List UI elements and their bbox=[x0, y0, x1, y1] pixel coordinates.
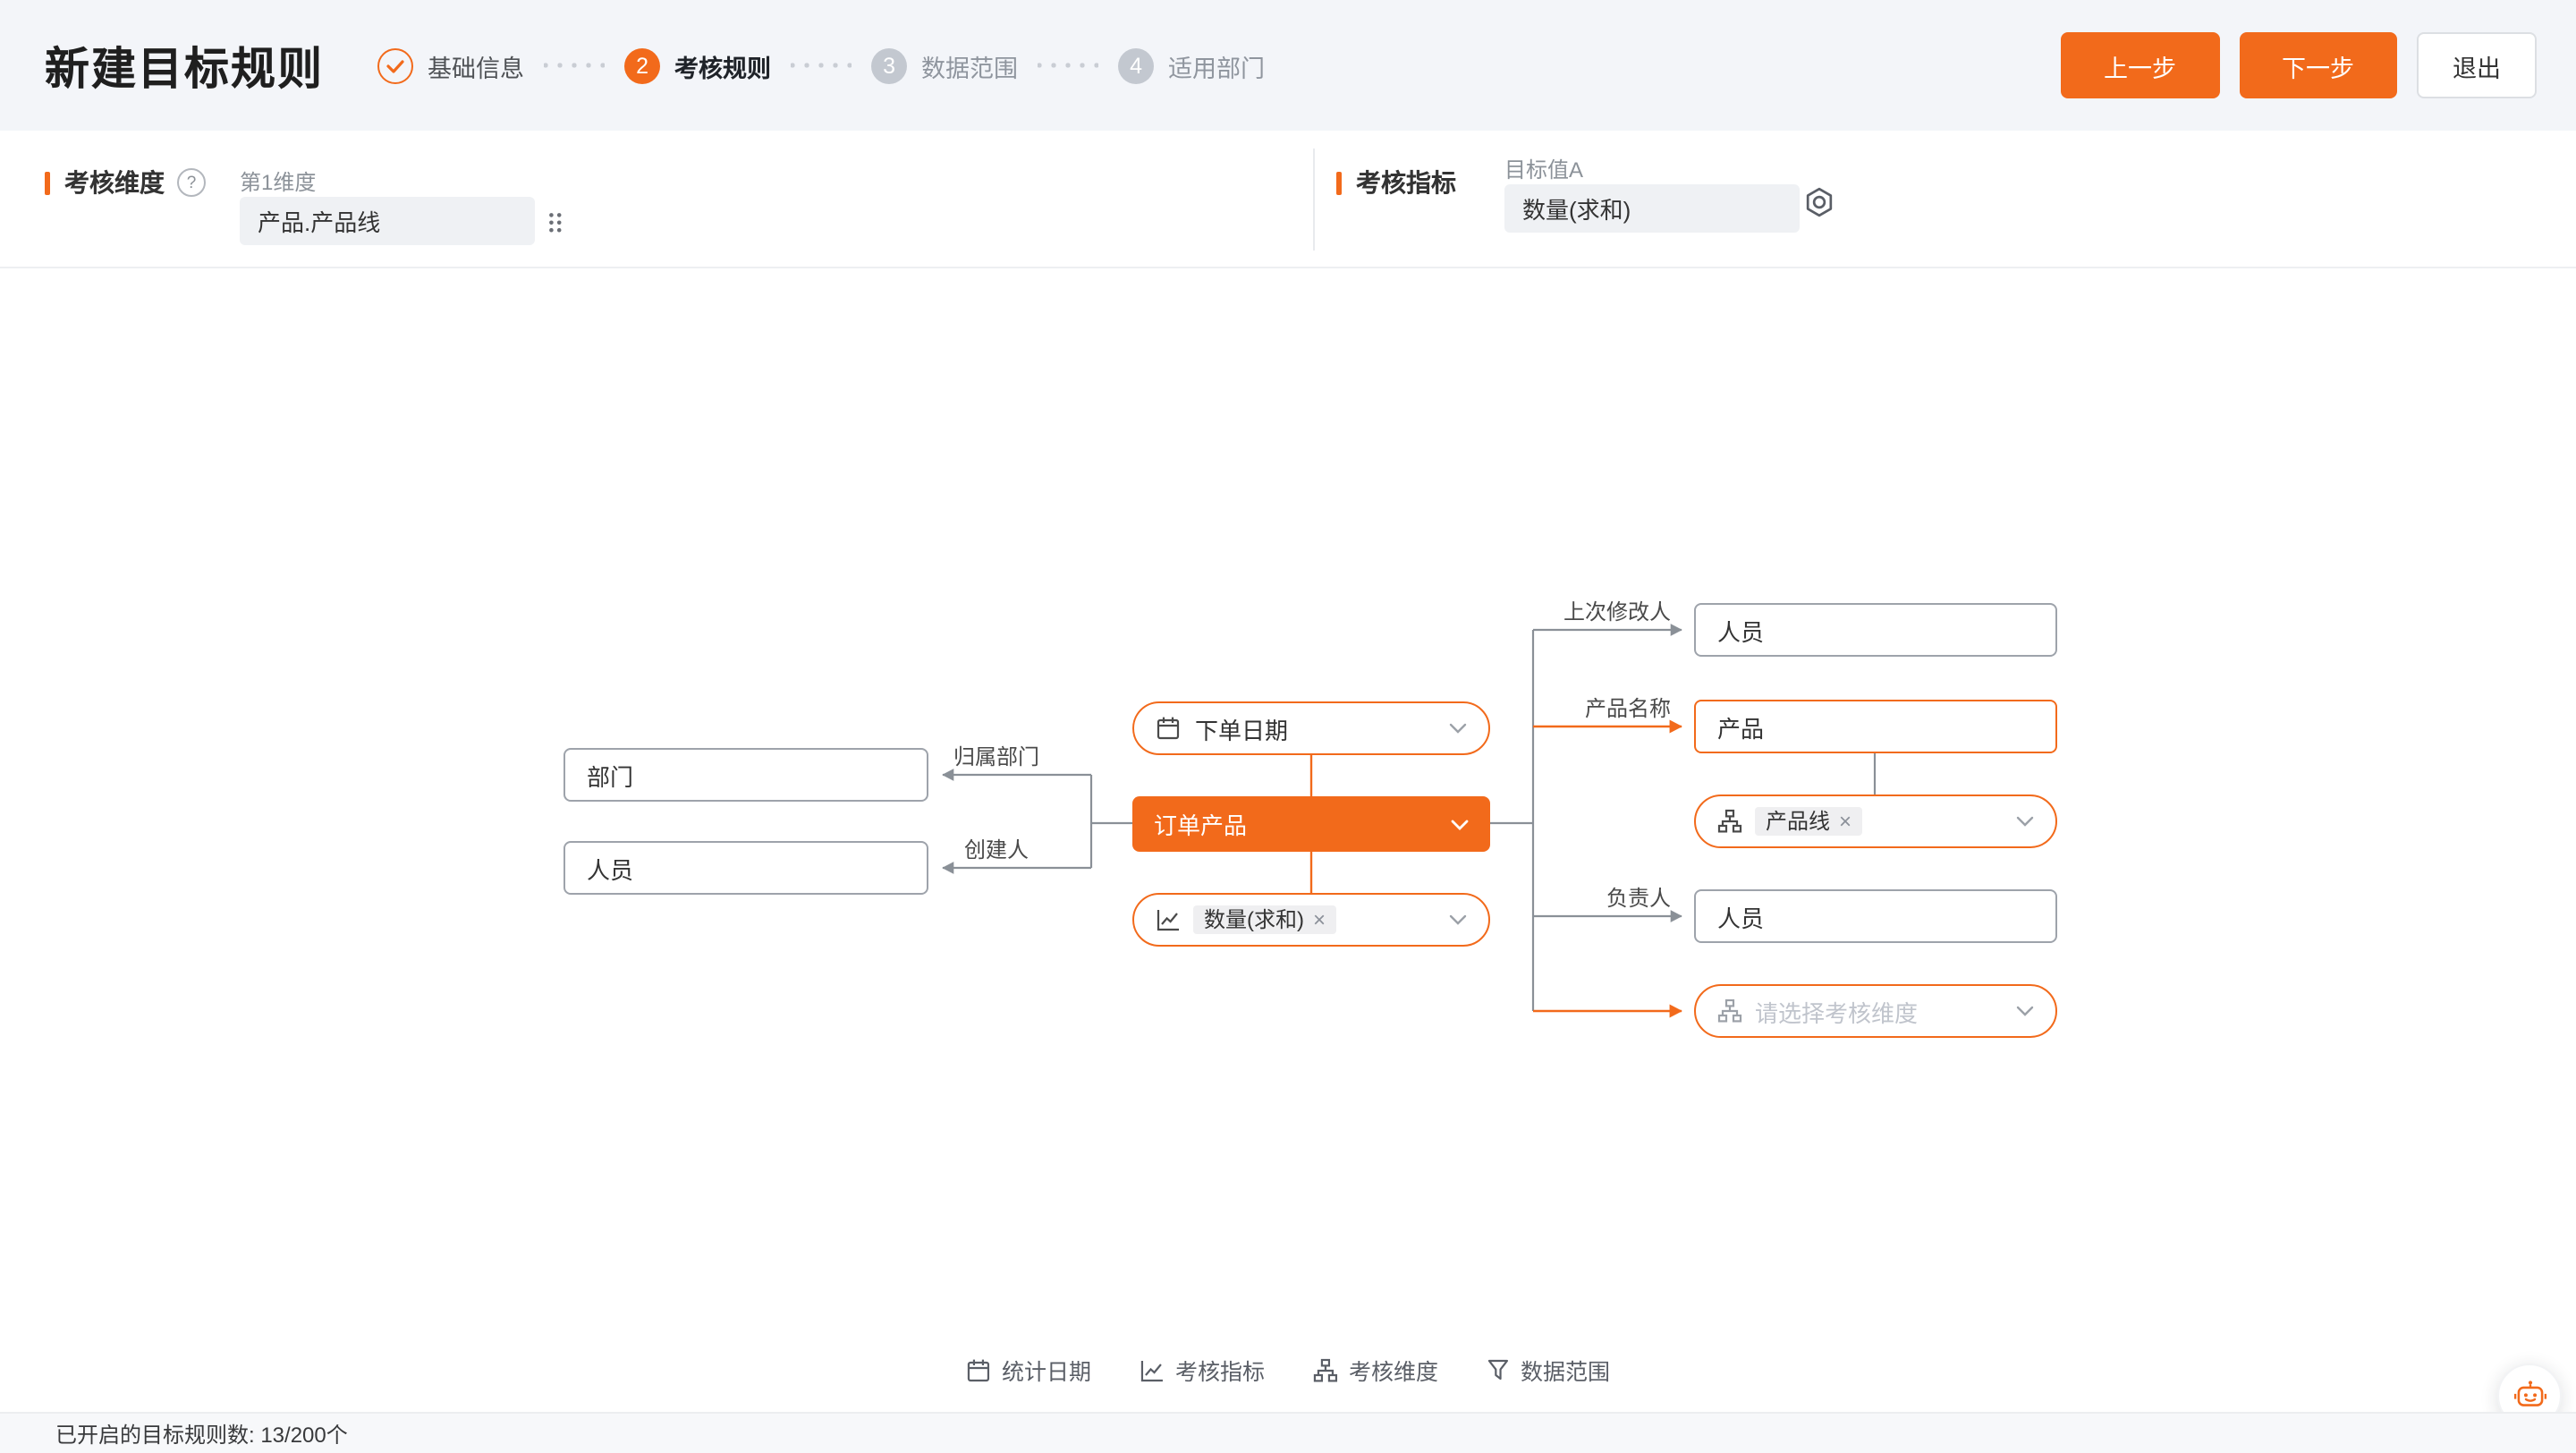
step-label: 适用部门 bbox=[1168, 55, 1266, 81]
legend-label: 考核指标 bbox=[1174, 1360, 1265, 1385]
next-step-button[interactable]: 下一步 bbox=[2239, 32, 2397, 98]
indicator-settings-button[interactable] bbox=[1803, 184, 1839, 220]
step-indicator: 基础信息 2 考核规则 3 数据范围 4 适用部门 bbox=[377, 47, 1265, 83]
help-icon[interactable]: ? bbox=[177, 168, 206, 197]
select-placeholder: 请选择考核维度 bbox=[1755, 999, 1919, 1026]
org-hierarchy-icon bbox=[1717, 998, 1742, 1024]
chevron-down-icon bbox=[2016, 816, 2034, 827]
person-node-owner[interactable]: 人员 bbox=[1694, 889, 2057, 943]
gear-icon bbox=[1806, 187, 1833, 217]
step-label: 数据范围 bbox=[921, 55, 1019, 81]
product-line-dimension-node[interactable]: 产品线 × bbox=[1694, 794, 2057, 848]
order-product-node[interactable]: 订单产品 bbox=[1132, 796, 1490, 852]
node-text: 产品 bbox=[1717, 715, 1765, 742]
connector-lines bbox=[942, 624, 1877, 1018]
dimension-value-input[interactable] bbox=[240, 197, 535, 245]
enabled-rules-count: 已开启的目标规则数: 13/200个 bbox=[55, 1422, 348, 1447]
edge-label-owner: 负责人 bbox=[1606, 886, 1671, 911]
target-value-a-label: 目标值A bbox=[1504, 157, 1584, 183]
prev-step-button[interactable]: 上一步 bbox=[2061, 32, 2219, 98]
step-number: 2 bbox=[624, 47, 661, 83]
person-node-modifier[interactable]: 人员 bbox=[1694, 603, 2057, 657]
chevron-down-icon bbox=[1449, 723, 1467, 734]
section-divider bbox=[1313, 149, 1315, 251]
metric-tag[interactable]: 数量(求和) × bbox=[1193, 905, 1337, 934]
step-number: 3 bbox=[871, 47, 908, 83]
calendar-icon bbox=[1156, 716, 1181, 741]
remove-tag-icon[interactable]: × bbox=[1839, 809, 1852, 834]
node-text: 订单产品 bbox=[1154, 812, 1248, 839]
filter-icon bbox=[1487, 1359, 1509, 1381]
product-node[interactable]: 产品 bbox=[1694, 700, 2057, 753]
node-text: 下单日期 bbox=[1195, 717, 1289, 743]
chevron-down-icon bbox=[1449, 914, 1467, 925]
node-text: 人员 bbox=[1717, 905, 1765, 931]
section-label: 考核维度 bbox=[64, 168, 165, 197]
node-text: 人员 bbox=[587, 856, 634, 883]
org-hierarchy-icon bbox=[1313, 1357, 1338, 1381]
tag-label: 产品线 bbox=[1766, 809, 1831, 834]
edge-label-belonging-dept: 归属部门 bbox=[953, 744, 1039, 769]
step-number: 4 bbox=[1118, 47, 1155, 83]
accent-bar bbox=[45, 171, 50, 194]
edge-label-last-modifier: 上次修改人 bbox=[1563, 599, 1671, 625]
line-chart-icon bbox=[1156, 907, 1181, 932]
assessment-dimension-section-title: 考核维度 ? bbox=[45, 165, 206, 200]
rule-config-bar: 考核维度 ? 第1维度 考核指标 目标值A bbox=[0, 131, 2576, 268]
step-label: 基础信息 bbox=[428, 55, 525, 81]
step-1-basic-info[interactable]: 基础信息 bbox=[377, 47, 524, 83]
calendar-icon bbox=[967, 1358, 990, 1381]
exit-button[interactable]: 退出 bbox=[2417, 32, 2537, 98]
indicator-value-input[interactable] bbox=[1504, 184, 1800, 233]
org-hierarchy-icon bbox=[1717, 809, 1742, 834]
legend-label: 统计日期 bbox=[1001, 1360, 1091, 1385]
line-chart-icon bbox=[1140, 1360, 1163, 1381]
edge-label-creator: 创建人 bbox=[963, 837, 1029, 862]
accent-bar bbox=[1336, 171, 1342, 194]
tag-label: 数量(求和) bbox=[1204, 907, 1304, 932]
step-2-assessment-rule[interactable]: 2 考核规则 bbox=[624, 47, 771, 83]
legend-data-scope: 数据范围 bbox=[1487, 1353, 1610, 1387]
dept-node[interactable]: 部门 bbox=[564, 748, 928, 802]
chevron-down-icon bbox=[1451, 819, 1469, 829]
node-text: 部门 bbox=[587, 763, 634, 790]
section-label: 考核指标 bbox=[1356, 168, 1456, 197]
edge-label-product-name: 产品名称 bbox=[1584, 696, 1671, 721]
dimension-select-node[interactable]: 请选择考核维度 bbox=[1694, 984, 2057, 1038]
legend-assessment-indicator: 考核指标 bbox=[1140, 1353, 1265, 1387]
assessment-indicator-section-title: 考核指标 bbox=[1336, 165, 1456, 200]
step-separator-dots bbox=[544, 63, 606, 68]
legend-label: 考核维度 bbox=[1349, 1360, 1439, 1385]
assistant-fab-button[interactable] bbox=[2497, 1364, 2562, 1412]
rule-canvas: 归属部门 创建人 上次修改人 产品名称 负责人 部门 人员 下单日期 订单产品 bbox=[0, 268, 2576, 1412]
step-complete-check-icon bbox=[377, 47, 414, 83]
step-separator-dots bbox=[1038, 63, 1099, 68]
node-text: 人员 bbox=[1717, 618, 1765, 645]
wizard-header: 新建目标规则 基础信息 2 考核规则 3 数据范围 4 适用部门 bbox=[0, 0, 2576, 131]
person-node-creator[interactable]: 人员 bbox=[564, 841, 928, 895]
remove-tag-icon[interactable]: × bbox=[1313, 907, 1326, 932]
legend-label: 数据范围 bbox=[1521, 1360, 1611, 1385]
drag-handle-icon[interactable] bbox=[547, 211, 564, 234]
step-separator-dots bbox=[791, 63, 852, 68]
canvas-legend: 统计日期 考核指标 考核维度 数据范围 bbox=[966, 1353, 1610, 1387]
header-actions: 上一步 下一步 退出 bbox=[2061, 32, 2537, 98]
chevron-down-icon bbox=[2016, 1006, 2034, 1016]
status-bar: 已开启的目标规则数: 13/200个 bbox=[0, 1412, 2576, 1453]
order-date-node[interactable]: 下单日期 bbox=[1132, 701, 1490, 755]
step-label: 考核规则 bbox=[674, 55, 772, 81]
dimension-field-label: 第1维度 bbox=[240, 170, 317, 195]
legend-assessment-dimension: 考核维度 bbox=[1313, 1353, 1438, 1387]
product-line-tag[interactable]: 产品线 × bbox=[1755, 807, 1863, 836]
legend-statistics-date: 统计日期 bbox=[966, 1353, 1091, 1387]
metric-node[interactable]: 数量(求和) × bbox=[1132, 893, 1490, 947]
page-title: 新建目标规则 bbox=[45, 44, 325, 94]
step-3-data-scope[interactable]: 3 数据范围 bbox=[871, 47, 1018, 83]
step-4-applicable-dept[interactable]: 4 适用部门 bbox=[1118, 47, 1265, 83]
robot-icon bbox=[2512, 1381, 2546, 1406]
